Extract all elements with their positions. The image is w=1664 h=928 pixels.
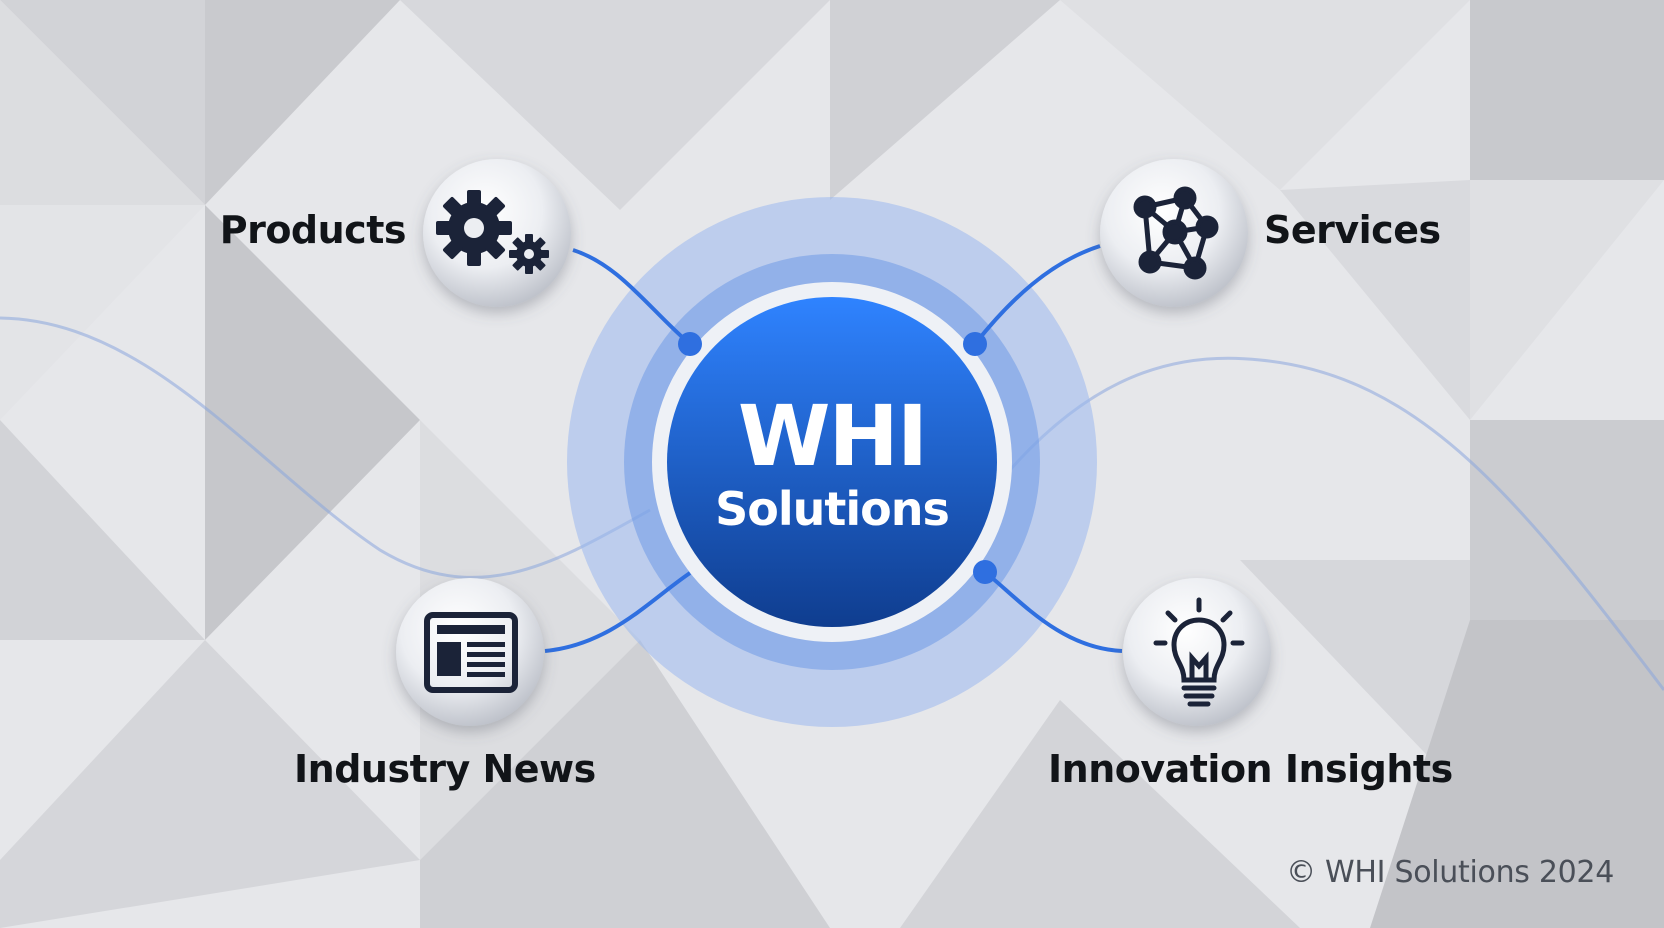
network-icon — [1133, 186, 1219, 280]
hub-subtitle: Solutions — [715, 482, 950, 536]
label-innovation-insights[interactable]: Innovation Insights — [1048, 747, 1453, 791]
label-industry-news[interactable]: Industry News — [294, 747, 596, 791]
connector-industry-news — [544, 571, 692, 653]
label-products[interactable]: Products — [219, 208, 407, 252]
newspaper-icon — [424, 612, 518, 693]
gears-icon — [436, 190, 549, 274]
connector-dot-services — [963, 332, 987, 356]
connector-innovation — [983, 570, 1123, 653]
connectors — [544, 244, 1123, 653]
node-innovation-insights[interactable] — [1123, 578, 1271, 726]
connector-dot-products — [678, 332, 702, 356]
hub-title: WHI — [737, 387, 928, 485]
background-curve — [0, 316, 651, 579]
lightbulb-icon — [1153, 597, 1245, 707]
background-curve — [1008, 356, 1664, 691]
connector-products — [572, 248, 692, 346]
footer-copyright: © WHI Solutions 2024 — [1286, 855, 1614, 890]
connector-services — [973, 244, 1101, 346]
connector-dot-innovation — [973, 560, 997, 584]
hub-circle — [667, 297, 997, 627]
label-services[interactable]: Services — [1264, 208, 1441, 252]
